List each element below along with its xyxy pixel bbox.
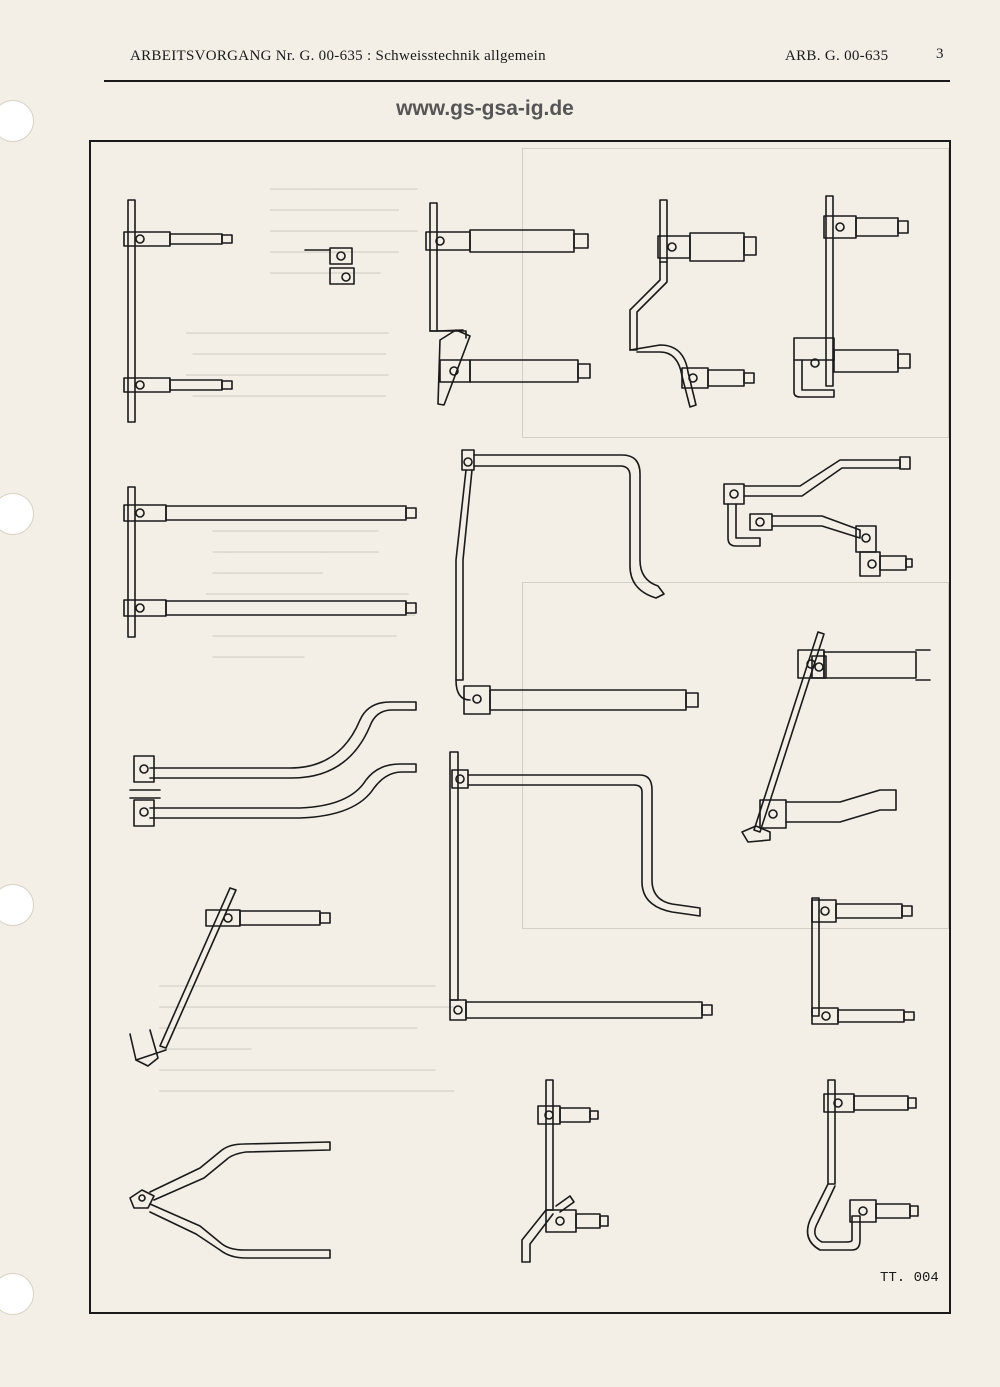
electrode-holder-7 — [123, 486, 417, 638]
header-title: ARBEITSVORGANG Nr. G. 00-635 : Schweisst… — [130, 48, 546, 64]
punch-hole-3 — [0, 884, 34, 926]
electrode-holder-1 — [123, 199, 355, 423]
bleed-through-text-3: ────────────────── ────────────────── ──… — [206, 523, 416, 664]
electrode-holder-14 — [521, 1079, 609, 1263]
bleed-through-text-2: ────────────────────── ─────────────────… — [186, 325, 389, 403]
electrode-holder-2 — [425, 202, 591, 406]
electrode-holder-9 — [449, 751, 713, 1021]
electrode-holder-12 — [129, 887, 331, 1067]
electrode-holder-15 — [806, 1079, 919, 1251]
electrode-holder-4 — [793, 195, 911, 398]
bleed-through-box-2 — [522, 582, 949, 929]
header-rule — [104, 80, 950, 82]
electrode-holder-5 — [455, 449, 699, 715]
punch-hole-2 — [0, 493, 34, 535]
electrode-holder-11 — [811, 897, 915, 1025]
electrode-holder-3 — [629, 199, 757, 408]
header-reference: ARB. G. 00-635 — [785, 48, 889, 64]
electrode-holder-8 — [129, 701, 417, 827]
figure-code: TT. 004 — [880, 1270, 939, 1286]
electrode-holder-13 — [129, 1141, 331, 1259]
figure-frame — [89, 140, 951, 1314]
watermark-url: www.gs-gsa-ig.de — [396, 97, 574, 120]
punch-hole-1 — [0, 100, 34, 142]
punch-hole-4 — [0, 1273, 34, 1315]
bleed-through-box-1 — [522, 148, 949, 438]
electrode-holder-6 — [723, 456, 913, 577]
bleed-through-text-1: ──────────────── ────────────── ────────… — [270, 181, 418, 280]
page-number: 3 — [936, 46, 944, 62]
bleed-through-text-4: ────────────────────────────── ─────────… — [159, 978, 454, 1098]
electrode-holder-10 — [741, 631, 931, 843]
